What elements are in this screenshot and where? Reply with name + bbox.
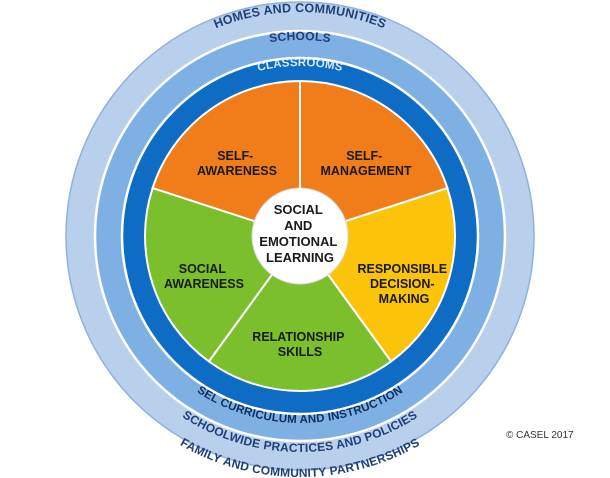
wedge-relationship-skills — [207, 234, 393, 392]
self-management-line-2: MANAGEMENT — [321, 164, 412, 178]
self-management-label: SELF- MANAGEMENT — [321, 149, 412, 178]
self-awareness-line-2: AWARENESS — [197, 164, 277, 178]
self-awareness-label: SELF- AWARENESS — [197, 149, 277, 178]
copyright-notice: © CASEL 2017 — [506, 430, 574, 441]
core-line-1: SOCIAL — [274, 202, 323, 217]
responsible-decision-making-line-2: DECISION- — [370, 277, 435, 291]
relationship-skills-line-2: SKILLS — [278, 345, 322, 359]
wedge-self-awareness — [151, 79, 301, 238]
core-circle — [251, 187, 349, 285]
social-awareness-line-1: SOCIAL — [179, 262, 227, 276]
wedge-self-management — [299, 79, 449, 238]
svg-text:SCHOOLS: SCHOOLS — [268, 29, 331, 45]
classrooms-label: CLASSROOMS — [256, 57, 343, 74]
relationship-skills-line-1: RELATIONSHIP — [252, 330, 344, 344]
responsible-decision-making-label: RESPONSIBLE DECISION- MAKING — [357, 262, 450, 306]
social-awareness-line-2: AWARENESS — [164, 277, 244, 291]
svg-text:CLASSROOMS: CLASSROOMS — [256, 57, 344, 74]
core-line-4: LEARNING — [266, 250, 334, 265]
self-management-line-1: SELF- — [346, 149, 382, 163]
responsible-decision-making-line-3: MAKING — [379, 292, 430, 306]
responsible-decision-making-line-1: RESPONSIBLE — [357, 262, 447, 276]
core-line-3: EMOTIONAL — [259, 234, 337, 249]
self-awareness-line-1: SELF- — [217, 149, 253, 163]
core-label: SOCIAL AND EMOTIONAL LEARNING — [259, 202, 340, 265]
core-line-2: AND — [284, 218, 312, 233]
social-awareness-label: SOCIAL AWARENESS — [164, 262, 244, 291]
relationship-skills-label: RELATIONSHIP SKILLS — [252, 330, 347, 359]
schools-label: SCHOOLS — [268, 29, 331, 45]
